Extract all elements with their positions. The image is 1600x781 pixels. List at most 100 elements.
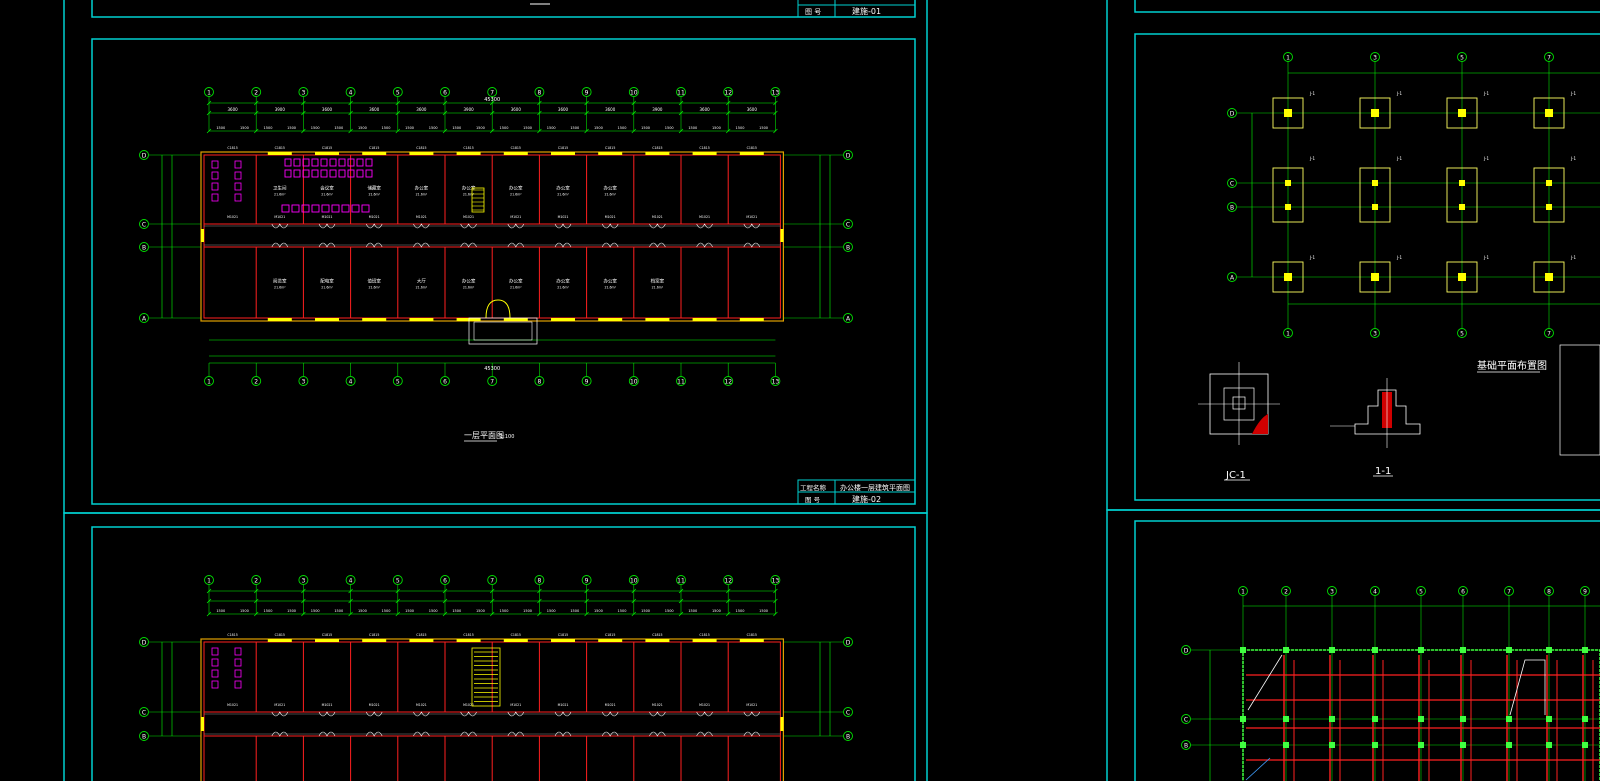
sf-wtag-3: C1815 [369,633,379,637]
ground-floor-plan: 1122334455667788991010111112121313453003… [139,87,853,386]
sf-axis-top-2 [251,575,262,585]
sf-door-n-4 [413,711,430,717]
fd-footing [1446,97,1478,129]
sf-dtag-9: M1021 [652,703,663,707]
gf-sub-dim-20: 1500 [688,126,697,130]
gf-tick [537,110,542,116]
gf-axis-bot-10 [628,376,639,386]
sf-sub-dim-9: 1500 [429,609,438,613]
gf-tick [253,110,259,116]
gf-seat [284,158,292,167]
fd-detail-jc1-rebar [1252,414,1268,434]
sf-window-n-9 [645,639,670,642]
fd-axis-bot-3-label: 3 [1373,331,1377,338]
gf-axis-bot-12 [723,376,734,386]
fd-detail-section [1354,389,1421,435]
bp-column [1546,742,1552,748]
gf-area-13: 21.6m² [510,286,522,290]
gf-bay-dim-4: 3600 [416,107,427,112]
gf-window-n-8 [598,152,623,155]
gf-sub-dim-0: 1500 [216,126,225,130]
gf-wtag-3: C1815 [369,146,379,150]
sf-tick [584,588,589,594]
sf-toilet-a-2 [211,669,219,678]
gf-wtag-5: C1815 [463,146,473,150]
gf-axis-top-3 [298,87,309,97]
gf-window-s-3 [362,318,387,321]
gf-tick [395,110,401,116]
sf-sub-dim-16: 1500 [594,609,603,613]
sf-wtag-1: C1815 [275,633,285,637]
gf-wtag-11: C1815 [747,146,757,150]
sf-window-n-11 [739,639,764,642]
gf-axis-top-6 [440,87,450,97]
gf-door-n-7 [554,223,572,229]
gf-seat [329,158,337,167]
gf-axis-bot-1 [204,376,214,386]
gf-bay-dim-1: 3900 [275,107,286,112]
gf-room-4: 办公室 [462,185,476,192]
sf-axis-l-D [139,637,149,647]
gf-toilet-a-3 [211,193,219,202]
bp-axis-side-D [1181,645,1191,655]
gf-room-5: 办公室 [509,185,523,192]
gf-sub-dim-17: 1500 [618,126,627,130]
gf-total-dim-b: 45300 [484,366,500,372]
sf-dtag-0: M1021 [227,703,238,707]
fd-axis-side-A-label: A [1230,275,1235,282]
gf-axis-top-8-label: 8 [537,90,541,97]
sf-tick [537,611,542,617]
sf-door-n-2 [318,711,336,717]
sf-door-n-11 [743,711,761,717]
bp-blue-mark [1245,757,1271,781]
sf-toilet-a-1 [211,658,219,667]
sf-tick [253,611,259,617]
gf-window-s-9 [645,318,670,321]
gf-sub-dim-6: 1500 [358,126,367,130]
gf-room-9: 配电室 [320,278,334,285]
fd-axis-top-3-label: 3 [1373,55,1377,62]
gf-room-8: 阅览室 [273,278,287,285]
gf-title-block [797,479,916,505]
sf-tick [395,588,401,594]
fd-footing [1446,261,1478,293]
gf-sub-dim-13: 1500 [523,126,532,130]
gf-tick [395,128,401,134]
sf-tick [206,598,212,604]
gf-tick [584,128,589,134]
sf-door-n-1 [271,711,289,717]
gf-axis-r-A [843,313,853,323]
sf-tick [725,598,731,604]
gf-tick [301,100,306,106]
sf-axis-l-C-label: C [142,710,146,717]
fd-column-c [1372,180,1378,186]
gf-axis-bot-12-label: 12 [724,379,732,386]
gf-wtag-0: C1815 [227,146,237,150]
sf-door-s-6 [507,731,525,737]
sf-sub-dim-20: 1500 [688,609,697,613]
sf-door-n-9 [649,711,666,717]
gf-axis-bot-7-label: 7 [490,379,494,386]
sf-axis-top-13 [770,575,781,585]
gf-project-label: 工程名称 [800,483,827,492]
bp-column [1372,647,1378,653]
detail-label-jc1: JC-1 [1225,470,1246,481]
fd-footing-tag: J-1 [1570,255,1576,260]
fd-column-b [1459,204,1465,210]
sf-tick [678,611,684,617]
bp-opening-diag [1247,654,1283,711]
gf-tick [725,100,731,106]
gf-seat [338,158,346,167]
sf-dtag-7: M1021 [558,703,569,707]
gf-seat-row [341,204,350,213]
gf-axis-r-B [843,242,853,252]
gf-axis-l-C [139,219,149,229]
gf-door-n-11 [743,223,761,229]
gf-axis-top-1-label: 1 [207,90,211,97]
fd-axis-bot-1-label: 1 [1286,331,1290,338]
bp-column [1372,716,1378,722]
gf-axis-bot-13 [770,376,781,386]
gf-seat [356,169,364,178]
fd-column [1458,273,1466,281]
